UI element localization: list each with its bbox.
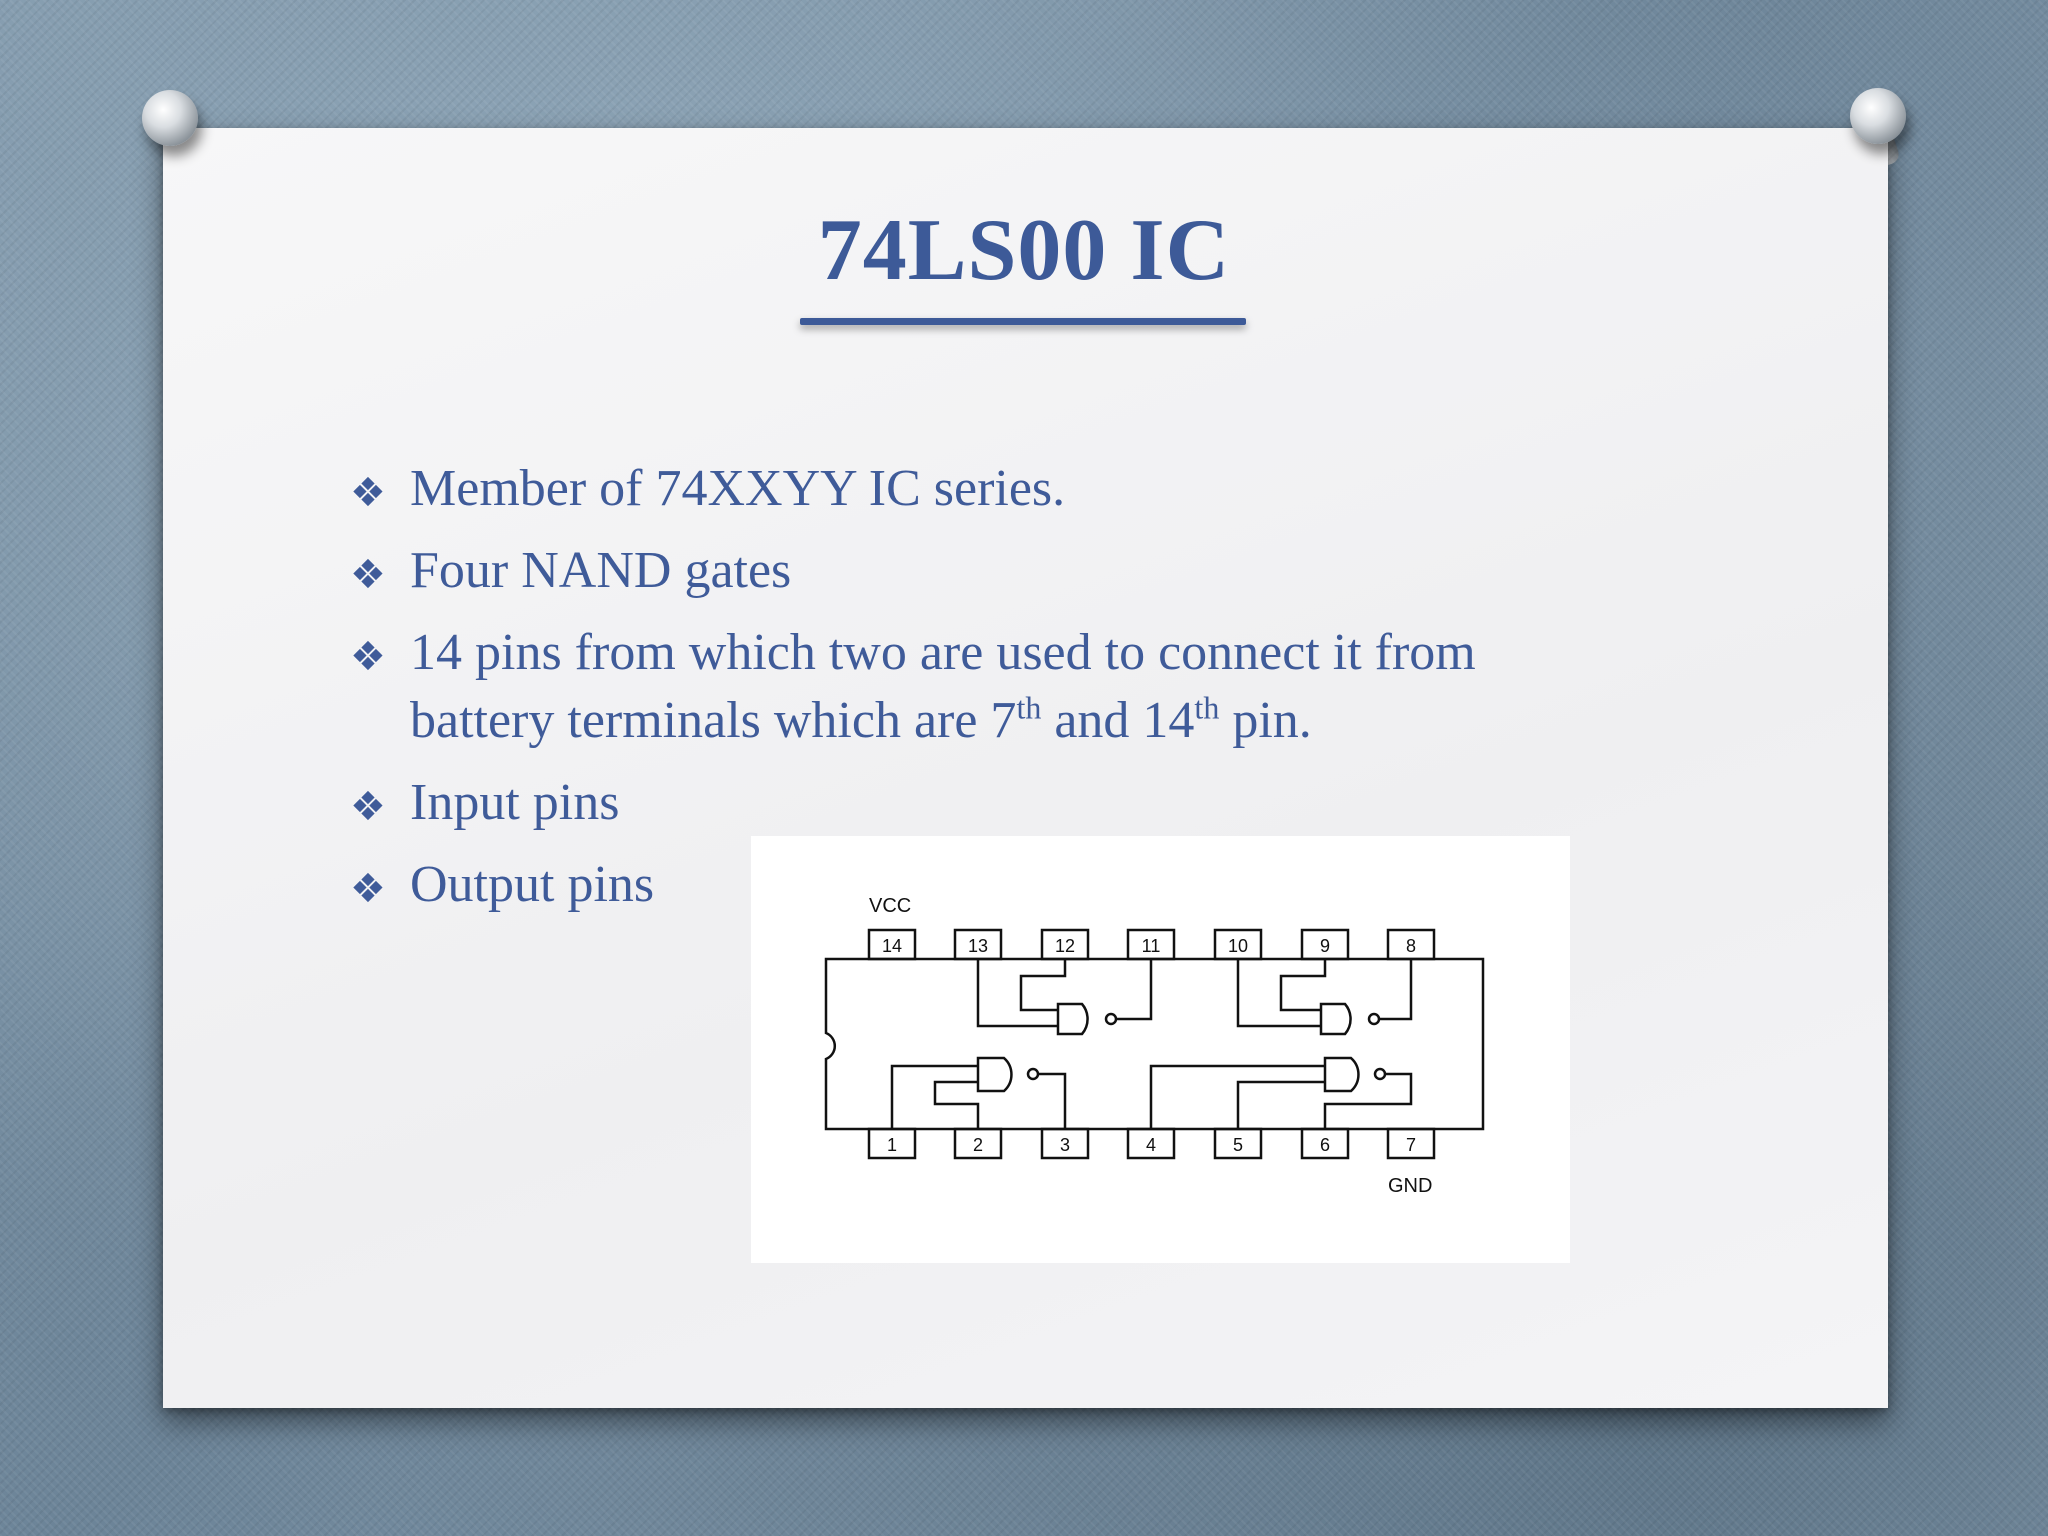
- pin-number: 9: [1320, 936, 1330, 956]
- ic-pinout-diagram: VCC GND 14 13 12 11 10 9 8: [751, 836, 1570, 1263]
- vcc-label: VCC: [869, 895, 911, 917]
- pin-number: 2: [973, 1135, 983, 1155]
- nand-gate-top-left: [976, 959, 1153, 1036]
- bullet-text: Output pins: [410, 856, 655, 913]
- bullet-text-line1: 14 pins from which two are used to conne…: [410, 624, 1476, 681]
- pin-number: 12: [1055, 936, 1075, 956]
- diamond-bullet-icon: ❖: [350, 470, 386, 516]
- bullet-text: Input pins: [410, 774, 620, 831]
- pin-number: 5: [1233, 1135, 1243, 1155]
- pin-number: 10: [1228, 936, 1248, 956]
- pin-number: 8: [1406, 936, 1416, 956]
- bullet-text: Four NAND gates: [410, 542, 792, 599]
- pushpin-left-icon: [142, 90, 198, 146]
- diamond-bullet-icon: ❖: [350, 866, 386, 912]
- title-underline: [800, 318, 1246, 325]
- bullet-item: ❖ Four NAND gates: [350, 537, 1650, 605]
- chip-body: [824, 957, 1485, 1131]
- bullet-text: Member of 74XXYY IC series.: [410, 460, 1066, 517]
- pin-number: 11: [1142, 936, 1161, 956]
- pushpin-right-icon: [1850, 88, 1906, 144]
- top-pin-row: 14 13 12 11 10 9 8: [867, 928, 1436, 961]
- ic-pinout-svg: VCC GND 14 13 12 11 10 9 8: [824, 895, 1485, 1197]
- nand-gate-bottom-left: [890, 1056, 1067, 1129]
- nand-gate-top-right: [1236, 959, 1413, 1036]
- pin-number: 13: [968, 936, 988, 956]
- bottom-pin-row: 1 2 3 4 5 6 7: [867, 1127, 1436, 1160]
- bullet-list: ❖ Member of 74XXYY IC series. ❖ Four NAN…: [350, 455, 1650, 933]
- pin-number: 7: [1406, 1135, 1416, 1155]
- pin-number: 14: [882, 936, 902, 956]
- pin-box: [867, 928, 917, 961]
- superscript-th: th: [1194, 689, 1220, 726]
- diamond-bullet-icon: ❖: [350, 552, 386, 598]
- bullet-item: ❖ Input pins: [350, 769, 1650, 837]
- pin-number: 4: [1146, 1135, 1156, 1155]
- nand-gate-bottom-right: [1149, 1056, 1413, 1129]
- pin-number: 3: [1060, 1135, 1070, 1155]
- bullet-item: ❖ Member of 74XXYY IC series.: [350, 455, 1650, 523]
- bullet-item: ❖ 14 pins from which two are used to con…: [350, 619, 1650, 755]
- bullet-text-mid: and 14: [1041, 692, 1195, 749]
- bullet-item: ❖ Output pins: [350, 851, 1650, 919]
- diamond-bullet-icon: ❖: [350, 634, 386, 680]
- slide-title: 74LS00 IC: [817, 202, 1231, 299]
- bullet-text-pre: battery terminals which are 7: [410, 692, 1017, 749]
- gnd-label: GND: [1388, 1175, 1432, 1197]
- pin-number: 1: [887, 1135, 897, 1155]
- diamond-bullet-icon: ❖: [350, 784, 386, 830]
- pin-box: [1386, 1127, 1436, 1160]
- superscript-th: th: [1016, 689, 1042, 726]
- pin-number: 6: [1320, 1135, 1330, 1155]
- bullet-text-post: pin.: [1219, 692, 1312, 749]
